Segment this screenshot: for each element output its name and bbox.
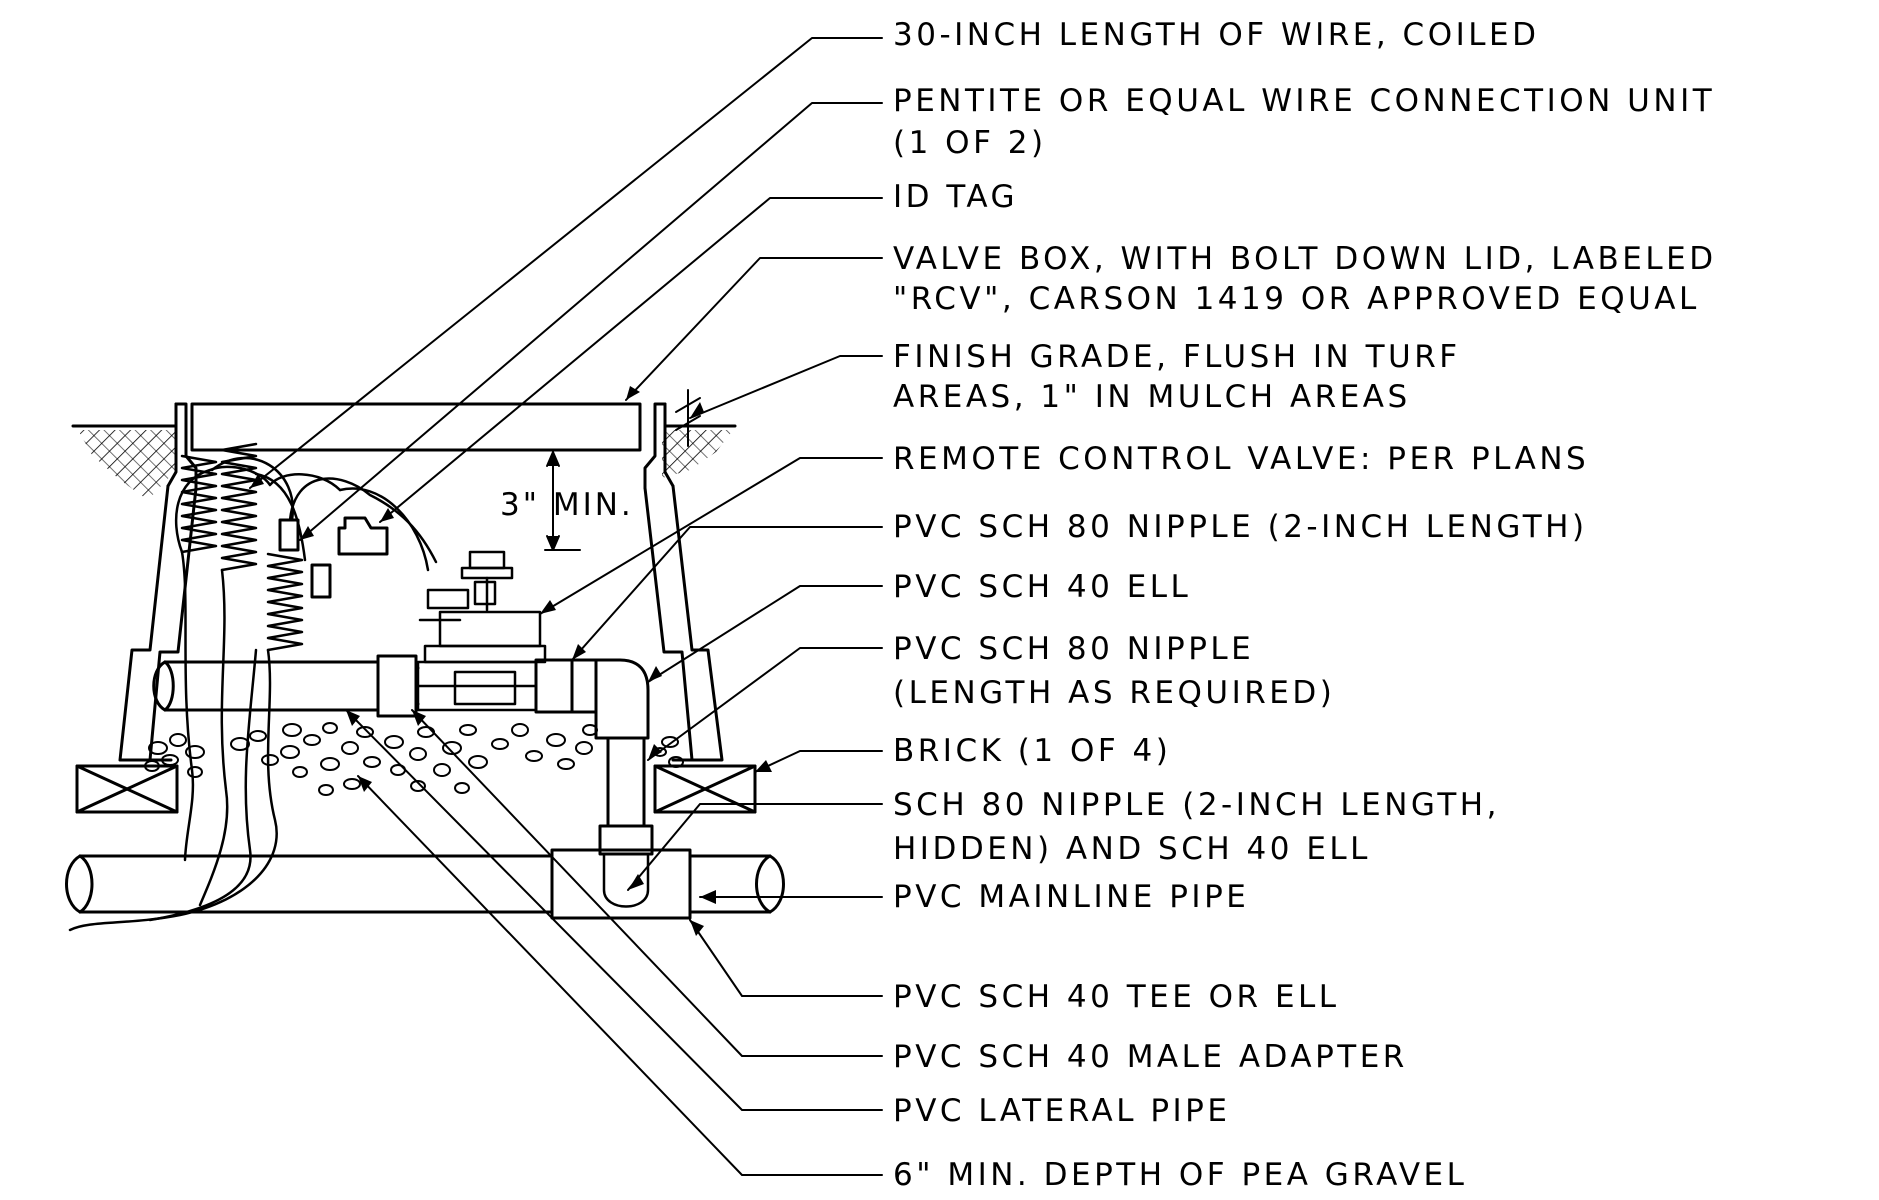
callout-tee: PVC SCH 40 TEE OR ELL bbox=[893, 979, 1340, 1015]
callout-valve-box-line1: VALVE BOX, WITH BOLT DOWN LID, LABELED bbox=[893, 241, 1717, 277]
grade-offset-marker bbox=[675, 389, 701, 447]
pea-gravel bbox=[144, 722, 684, 796]
callout-connector-line1: PENTITE OR EQUAL WIRE CONNECTION UNIT bbox=[893, 83, 1716, 119]
valve-box-lid bbox=[190, 402, 642, 452]
mainline-pipe bbox=[65, 848, 785, 920]
callout-nipple-80-line1: PVC SCH 80 NIPPLE bbox=[893, 631, 1255, 667]
callout-finish-grade-line2: AREAS, 1" IN MULCH AREAS bbox=[893, 379, 1411, 415]
callout-hidden-nipple-line1: SCH 80 NIPPLE (2-INCH LENGTH, bbox=[893, 787, 1500, 823]
male-adapter bbox=[376, 654, 418, 718]
ell-and-riser bbox=[570, 658, 654, 856]
lateral-pipe bbox=[152, 654, 574, 718]
leader-lines bbox=[249, 37, 883, 1176]
wire-coils bbox=[68, 442, 438, 932]
remote-control-valve bbox=[416, 550, 547, 712]
callout-finish-grade-line1: FINISH GRADE, FLUSH IN TURF bbox=[893, 339, 1461, 375]
id-tag bbox=[337, 516, 389, 556]
finish-grade-soil bbox=[71, 424, 737, 500]
callout-hidden-nipple-line2: HIDDEN) AND SCH 40 ELL bbox=[893, 831, 1371, 867]
tee-fitting bbox=[550, 848, 692, 920]
nipple-80-riser bbox=[606, 736, 646, 828]
bricks bbox=[75, 764, 757, 814]
leader-arrowheads bbox=[250, 386, 772, 936]
nipple-80-2in bbox=[534, 658, 574, 714]
callout-rcv: REMOTE CONTROL VALVE: PER PLANS bbox=[893, 441, 1590, 477]
callout-ell-40: PVC SCH 40 ELL bbox=[893, 569, 1192, 605]
callout-gravel: 6" MIN. DEPTH OF PEA GRAVEL bbox=[893, 1157, 1468, 1193]
clearance-dimension bbox=[544, 451, 581, 551]
wire-connection-units bbox=[278, 518, 332, 599]
callout-nipple-80-2in: PVC SCH 80 NIPPLE (2-INCH LENGTH) bbox=[893, 509, 1588, 545]
callout-wire-coil: 30-INCH LENGTH OF WIRE, COILED bbox=[893, 17, 1540, 53]
valve-box bbox=[118, 402, 724, 762]
callout-lateral: PVC LATERAL PIPE bbox=[893, 1093, 1231, 1129]
callout-connector-line2: (1 OF 2) bbox=[893, 125, 1047, 161]
callout-male-adapter: PVC SCH 40 MALE ADAPTER bbox=[893, 1039, 1408, 1075]
clearance-dimension-label: 3" MIN. bbox=[500, 487, 634, 523]
callout-nipple-80-line2: (LENGTH AS REQUIRED) bbox=[893, 675, 1336, 711]
callout-valve-box-line2: "RCV", CARSON 1419 OR APPROVED EQUAL bbox=[893, 281, 1700, 317]
callout-mainline: PVC MAINLINE PIPE bbox=[893, 879, 1250, 915]
callout-brick: BRICK (1 OF 4) bbox=[893, 733, 1172, 769]
callout-id-tag: ID TAG bbox=[893, 179, 1019, 215]
